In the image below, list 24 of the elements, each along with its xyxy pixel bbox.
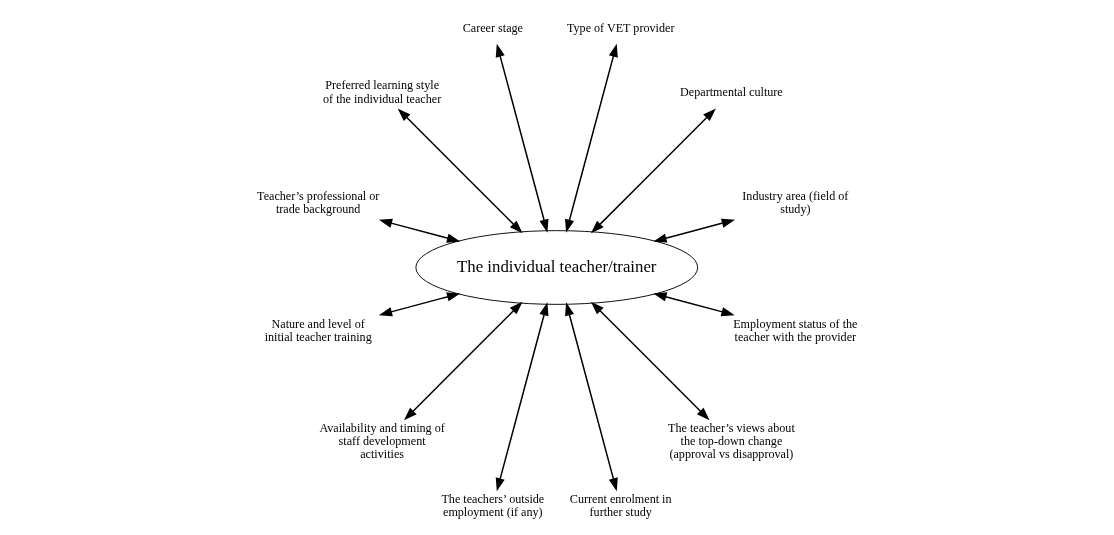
arrow xyxy=(565,302,618,492)
node-text: Career stage xyxy=(462,21,523,36)
arrow xyxy=(590,301,710,421)
arrow xyxy=(378,218,461,243)
node-text: Teacher’s professional or trade background xyxy=(257,189,380,217)
node-text: Availability and timing of staff development activities xyxy=(319,421,445,462)
arrow xyxy=(653,292,735,317)
node-text: Type of VET provider xyxy=(566,21,675,36)
node-text: Employment status of the teacher with the provider xyxy=(733,317,858,345)
node-text: The teacher’s views about the top-down change (approval vs disapproval) xyxy=(668,421,795,462)
arrow xyxy=(653,218,735,243)
arrow xyxy=(403,301,523,421)
arrow xyxy=(565,43,618,233)
arrow xyxy=(495,43,549,233)
arrow xyxy=(590,108,716,234)
node-text: Nature and level of initial teacher training xyxy=(264,317,372,345)
arrow xyxy=(495,302,549,492)
arrow xyxy=(378,292,461,317)
node-text: Preferred learning style of the individual teacher xyxy=(323,78,442,106)
arrow xyxy=(397,108,523,234)
node-text: Departmental culture xyxy=(680,85,783,100)
node-text: Industry area (field of study) xyxy=(742,189,849,217)
node-text: The teachers’ outside employment (if any) xyxy=(441,491,545,519)
node-text: Current enrolment in further study xyxy=(569,491,672,519)
